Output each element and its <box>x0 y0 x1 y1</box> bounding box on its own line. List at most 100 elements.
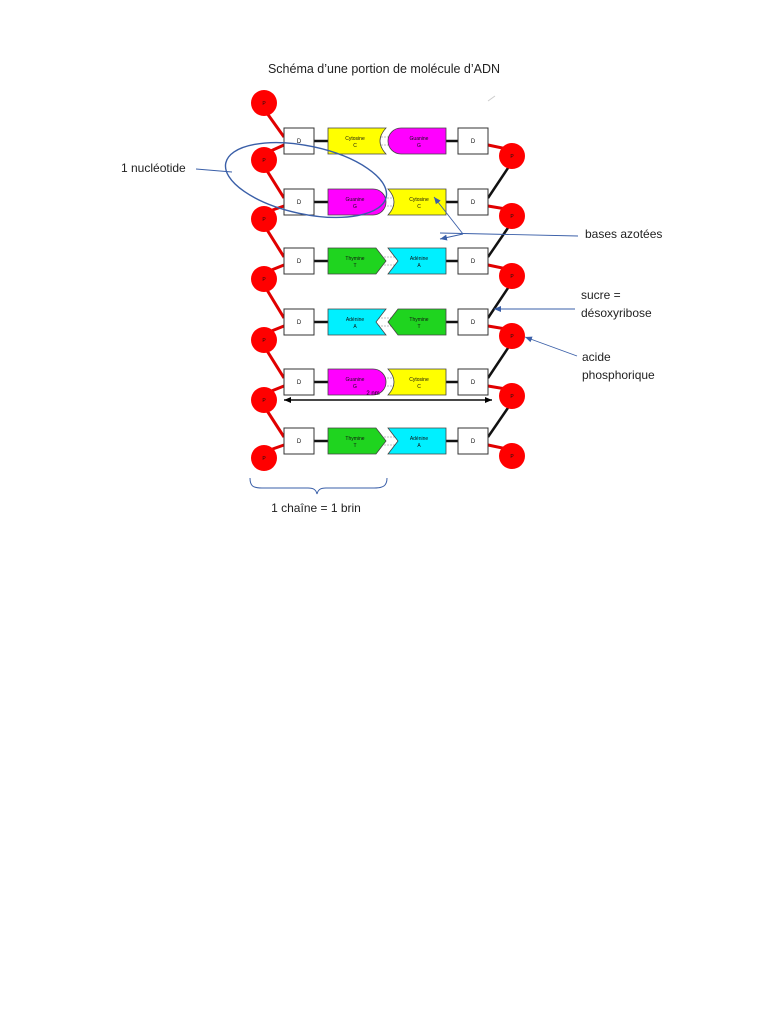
phosphate-left <box>251 147 277 173</box>
phosphate-label: P <box>262 456 266 462</box>
stray-mark <box>487 95 496 102</box>
base-left-letter: A <box>353 324 357 330</box>
sugar-label: D <box>471 139 476 145</box>
phosphate-label: P <box>262 158 266 164</box>
base-left-name: Guanine <box>346 197 365 203</box>
base-left-name: Cytosine <box>345 136 365 142</box>
phosphate-left <box>251 445 277 471</box>
sugar-left <box>283 127 315 155</box>
base-left <box>327 368 387 396</box>
sugar-label: D <box>471 259 476 265</box>
sugar-label: D <box>297 380 302 386</box>
phosphate-label: P <box>262 338 266 344</box>
base-left-letter: T <box>353 443 356 449</box>
base-right-letter: T <box>417 324 420 330</box>
base-right <box>387 188 447 216</box>
base-left-name: Thymine <box>345 256 364 262</box>
phosphate-label: P <box>262 398 266 404</box>
acide-pointer <box>524 336 578 357</box>
sugar-right <box>457 308 489 336</box>
sugar-label: D <box>297 439 302 445</box>
phosphate-right <box>499 443 525 469</box>
base-right-name: Thymine <box>409 317 428 323</box>
base-right-name: Guanine <box>410 136 429 142</box>
base-right-name: Adénine <box>410 436 429 442</box>
sugar-label-line1: sucre = <box>581 288 621 302</box>
base-left <box>327 247 387 275</box>
base-right-name: Adénine <box>410 256 429 262</box>
sugar-left <box>283 368 315 396</box>
base-right-letter: C <box>417 204 421 210</box>
sugar-label: D <box>471 320 476 326</box>
phosphate-right <box>499 323 525 349</box>
phosphate-left <box>251 266 277 292</box>
phosphate-label: P <box>510 154 514 160</box>
acid-label-line2: phosphorique <box>582 368 655 382</box>
base-left-name: Guanine <box>346 377 365 383</box>
acid-label: acide phosphorique <box>582 348 692 384</box>
phosphate-label: P <box>262 277 266 283</box>
base-right <box>387 427 447 455</box>
sugar-label: D <box>297 139 302 145</box>
base-left <box>327 427 387 455</box>
base-left-letter: G <box>353 204 357 210</box>
sugar-label-line2: désoxyribose <box>581 306 652 320</box>
phosphate-right <box>499 263 525 289</box>
base-right-letter: A <box>417 263 421 269</box>
bases-pointer-arrow-1 <box>433 196 464 235</box>
phosphate-right <box>499 143 525 169</box>
phosphate-label: P <box>510 214 514 220</box>
base-left-letter: C <box>353 143 357 149</box>
base-left-letter: G <box>353 384 357 390</box>
base-right-letter: A <box>417 443 421 449</box>
sugar-right <box>457 127 489 155</box>
sugar-right <box>457 427 489 455</box>
phosphate-label: P <box>510 274 514 280</box>
phosphate-left <box>251 90 277 116</box>
sugar-label: D <box>297 200 302 206</box>
nucleotide-ellipse <box>224 141 388 219</box>
phosphate-right <box>499 203 525 229</box>
sugar-label: D <box>471 380 476 386</box>
base-right <box>387 127 447 155</box>
base-right-letter: G <box>417 143 421 149</box>
strand-brace <box>249 477 388 495</box>
sugar-right <box>457 368 489 396</box>
sugar-right <box>457 247 489 275</box>
phosphate-label: P <box>510 334 514 340</box>
sugar-label: D <box>297 259 302 265</box>
sugar-left <box>283 308 315 336</box>
phosphate-label: P <box>262 101 266 107</box>
base-right-letter: C <box>417 384 421 390</box>
phosphate-left <box>251 327 277 353</box>
base-left <box>327 127 387 155</box>
base-right <box>387 247 447 275</box>
nucleotide-pointer <box>195 168 233 173</box>
phosphate-left <box>251 206 277 232</box>
base-right <box>387 368 447 396</box>
strand-label: 1 chaîne = 1 brin <box>271 501 361 515</box>
acid-label-line1: acide <box>582 350 611 364</box>
sugar-label: D <box>471 439 476 445</box>
base-left <box>327 308 387 336</box>
phosphate-label: P <box>262 217 266 223</box>
nucleotide-label: 1 nucléotide <box>121 161 186 175</box>
diagram-title: Schéma d’une portion de molécule d’ADN <box>267 62 501 76</box>
annotation-layer: 2 nm <box>195 141 579 495</box>
phosphate-left <box>251 387 277 413</box>
sugar-left <box>283 247 315 275</box>
base-left <box>327 188 387 216</box>
sugar-label: sucre = désoxyribose <box>581 286 691 322</box>
phosphate-label: P <box>510 454 514 460</box>
sugar-label: D <box>471 200 476 206</box>
phosphate-right <box>499 383 525 409</box>
base-right-name: Cytosine <box>409 377 429 383</box>
base-left-name: Thymine <box>345 436 364 442</box>
base-left-name: Adénine <box>346 317 365 323</box>
base-right-name: Cytosine <box>409 197 429 203</box>
base-left-letter: T <box>353 263 356 269</box>
width-label: 2 nm <box>366 391 379 397</box>
